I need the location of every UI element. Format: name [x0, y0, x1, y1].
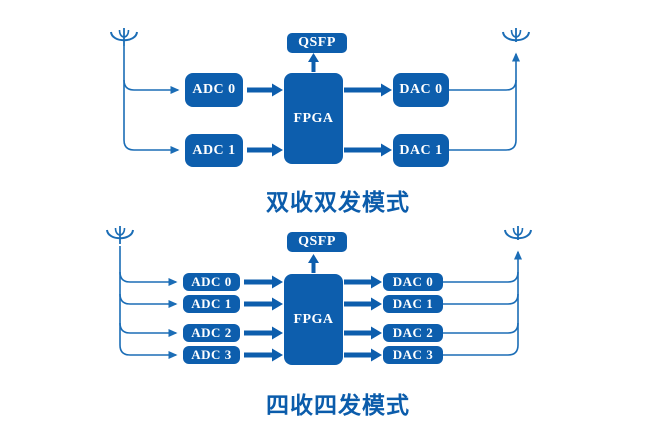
arrow-fpga-dac1-bottom: [344, 297, 382, 311]
rx-line-top-adc1: [123, 46, 180, 154]
antenna-icon: [502, 28, 530, 42]
tx-line-top-dac1: [449, 52, 520, 151]
arrow-fpga-dac0-top: [344, 83, 392, 97]
adc3-block-bottom: ADC 3: [183, 346, 240, 364]
rx-line-top-adc0: [123, 79, 180, 94]
dac0-block-top: DAC 0: [393, 73, 449, 107]
arrow-adc3-fpga-bottom: [244, 348, 283, 362]
arrow-fpga-dac2-bottom: [344, 326, 382, 340]
rx-line-bottom-adc2: [119, 322, 178, 337]
adc0-block-top: ADC 0: [185, 73, 243, 107]
diagram-title-quad: 四收四发模式: [266, 393, 410, 419]
rx-line-bottom-adc3: [119, 246, 178, 359]
antenna-icon: [106, 226, 134, 244]
arrow-fpga-dac1-top: [344, 143, 392, 157]
dac2-block-bottom: DAC 2: [383, 324, 443, 342]
rx-line-bottom-adc1: [119, 293, 178, 308]
arrow-adc1-fpga-top: [247, 143, 283, 157]
dac1-block-top: DAC 1: [393, 134, 449, 167]
arrow-fpga-dac0-bottom: [344, 275, 382, 289]
diagram-title-dual: 双收双发模式: [266, 190, 410, 216]
tx-line-bottom-dac3: [443, 250, 522, 356]
arrow-adc0-fpga-bottom: [244, 275, 283, 289]
arrow-adc1-fpga-bottom: [244, 297, 283, 311]
tx-line-bottom-dac2: [443, 322, 519, 334]
dac1-block-bottom: DAC 1: [383, 295, 443, 313]
arrow-adc2-fpga-bottom: [244, 326, 283, 340]
arrow-fpga-qsfp-top: [308, 53, 319, 72]
qsfp-block-bottom: QSFP: [287, 232, 347, 252]
antenna-icon: [110, 28, 138, 46]
tx-line-top-dac0: [449, 79, 517, 91]
fpga-block-top: FPGA: [284, 73, 343, 164]
adc1-block-top: ADC 1: [185, 134, 243, 167]
tx-line-bottom-dac0: [443, 271, 519, 283]
adc2-block-bottom: ADC 2: [183, 324, 240, 342]
rx-line-bottom-adc0: [119, 271, 178, 286]
arrow-fpga-dac3-bottom: [344, 348, 382, 362]
tx-line-bottom-dac1: [443, 293, 519, 305]
qsfp-block-top: QSFP: [287, 33, 347, 53]
adc1-block-bottom: ADC 1: [183, 295, 240, 313]
fpga-block-bottom: FPGA: [284, 274, 343, 365]
adc0-block-bottom: ADC 0: [183, 273, 240, 291]
dac3-block-bottom: DAC 3: [383, 346, 443, 364]
antenna-icon: [504, 226, 532, 240]
arrow-adc0-fpga-top: [247, 83, 283, 97]
dac0-block-bottom: DAC 0: [383, 273, 443, 291]
arrow-fpga-qsfp-bottom: [308, 254, 319, 273]
